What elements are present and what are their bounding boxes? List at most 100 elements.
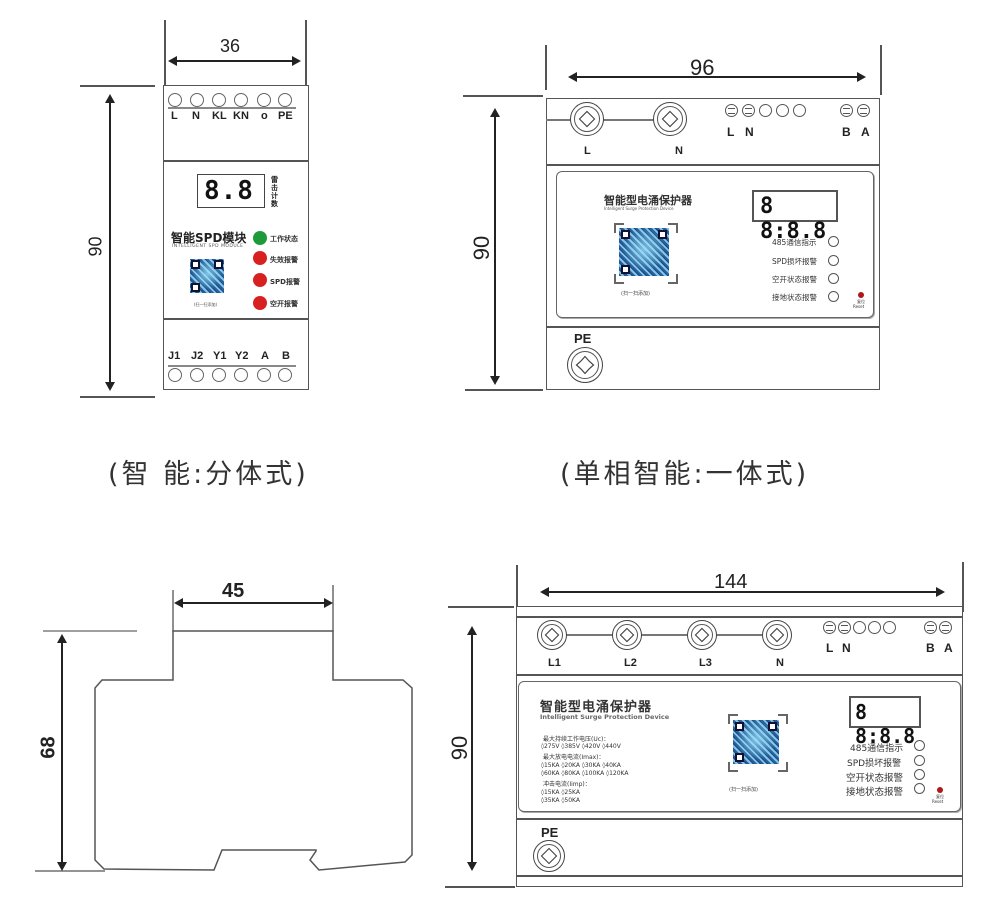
dim-ext-line <box>465 389 543 391</box>
divider <box>546 164 880 166</box>
qr-caption: (扫一扫添加) <box>194 302 218 307</box>
indicator-label: SPD报警 <box>270 278 300 286</box>
spec-line: 最大放电电流(Imax)： <box>543 754 605 761</box>
split-module-title: 智能SPD模块 <box>171 231 247 245</box>
product-title: 智能型电涌保护器 <box>604 194 692 207</box>
aux-terminal <box>742 104 755 117</box>
qr-corner <box>778 762 788 772</box>
arrow-down-icon <box>57 862 67 871</box>
divider <box>546 326 880 328</box>
product-subtitle: Intelligent Surge Protection Device <box>540 713 670 721</box>
qr-caption: (扫一扫添加) <box>729 787 758 793</box>
arrow-left-icon <box>174 598 183 608</box>
qr-corner <box>728 714 738 724</box>
width-dimension: 36 <box>220 36 241 56</box>
width-dimension: 45 <box>222 580 245 602</box>
aux-label-L: L <box>826 641 834 655</box>
qr-caption: (扫一扫添加) <box>621 291 650 297</box>
indicator-light <box>828 236 839 247</box>
indicator-light <box>914 755 925 766</box>
aux-terminal <box>776 104 789 117</box>
segment-display: 8 8:8.8 <box>752 190 838 244</box>
terminal-screw <box>234 368 248 382</box>
indicator-light <box>828 255 839 266</box>
qr-finder <box>735 753 744 762</box>
single-phase-caption: (单相智能:一体式) <box>560 459 810 490</box>
terminal-label-L1: L1 <box>548 657 561 669</box>
indicator-label: 工作状态 <box>270 235 298 243</box>
spec-line: ◊15KA ◊25KA <box>541 789 580 796</box>
terminal-label-J2: J2 <box>191 350 204 362</box>
product-title: 智能型电涌保护器 <box>540 700 653 715</box>
display-value: 8 8:8.8 <box>855 700 916 748</box>
arrow-left-icon <box>168 56 177 66</box>
indicator-label: 失效报警 <box>270 256 298 264</box>
qr-finder <box>658 230 667 239</box>
comm-label-A: A <box>861 125 870 139</box>
dim-ext-line <box>880 45 882 95</box>
aux-terminal <box>823 621 836 634</box>
terminal-label-L3: L3 <box>699 657 712 669</box>
spec-line: 冲击电流(Iimp)： <box>543 781 591 788</box>
terminal-screw <box>212 368 226 382</box>
height-dimension: 90 <box>85 236 106 257</box>
indicator-light <box>914 740 925 751</box>
spec-line: ◊15KA ◊20KA ◊30KA ◊40KA <box>541 762 621 769</box>
terminal-label-L2: L2 <box>624 657 637 669</box>
qr-finder <box>768 722 777 731</box>
arrow-up-icon <box>490 108 500 117</box>
terminal-label-L: L <box>171 110 178 122</box>
terminal-screw <box>278 368 292 382</box>
terminal-label-N: N <box>192 110 200 122</box>
terminal-label-KL: KL <box>212 110 227 122</box>
main-terminal-screw <box>762 620 792 650</box>
qr-corner <box>778 714 788 724</box>
pe-terminal-screw <box>567 347 603 383</box>
comm-label-A: A <box>944 641 953 655</box>
comm-label-B: B <box>842 125 851 139</box>
qr-finder <box>214 260 223 269</box>
indicator-label: 接地状态报警 <box>772 293 817 302</box>
indicator-label: 485通信指示 <box>772 238 817 247</box>
dim-ext-line <box>80 85 155 87</box>
indicator-light <box>828 291 839 302</box>
reset-label-en: Reset <box>932 799 944 804</box>
reset-button[interactable] <box>858 292 864 298</box>
terminal-screw <box>168 368 182 382</box>
qr-finder <box>621 265 630 274</box>
dim-ext-line <box>305 20 307 85</box>
terminal-label-B: B <box>282 350 290 362</box>
divider <box>163 318 309 320</box>
qr-corner <box>728 762 738 772</box>
pe-label: PE <box>574 331 592 346</box>
aux-terminal <box>725 104 738 117</box>
arrow-left-icon <box>540 587 549 597</box>
terminal-screw <box>257 368 271 382</box>
arrow-down-icon <box>105 382 115 391</box>
reset-button[interactable] <box>937 787 943 793</box>
dim-line <box>572 76 864 78</box>
indicator-light <box>914 783 925 794</box>
qr-finder <box>735 722 744 731</box>
qr-corner <box>614 223 624 233</box>
arrow-left-icon <box>568 72 577 82</box>
terminal-rail <box>168 365 296 367</box>
divider <box>516 875 963 877</box>
height-dimension: 68 <box>37 736 60 759</box>
side-profile-outline <box>35 585 413 872</box>
status-led-red <box>253 296 267 310</box>
terminal-screw <box>212 93 226 107</box>
arrow-right-icon <box>857 72 866 82</box>
terminal-label-KN: KN <box>233 110 249 122</box>
qr-finder <box>191 283 200 292</box>
indicator-label: 485通信指示 <box>850 744 904 754</box>
display-value: 8.8 <box>204 176 254 206</box>
divider <box>516 616 963 618</box>
arrow-down-icon <box>490 376 500 385</box>
status-led-green <box>253 231 267 245</box>
arrow-up-icon <box>57 634 67 643</box>
arrow-down-icon <box>467 862 477 871</box>
label-char: 雷 <box>271 176 278 184</box>
label-char: 击 <box>271 184 278 192</box>
main-terminal-screw <box>537 620 567 650</box>
